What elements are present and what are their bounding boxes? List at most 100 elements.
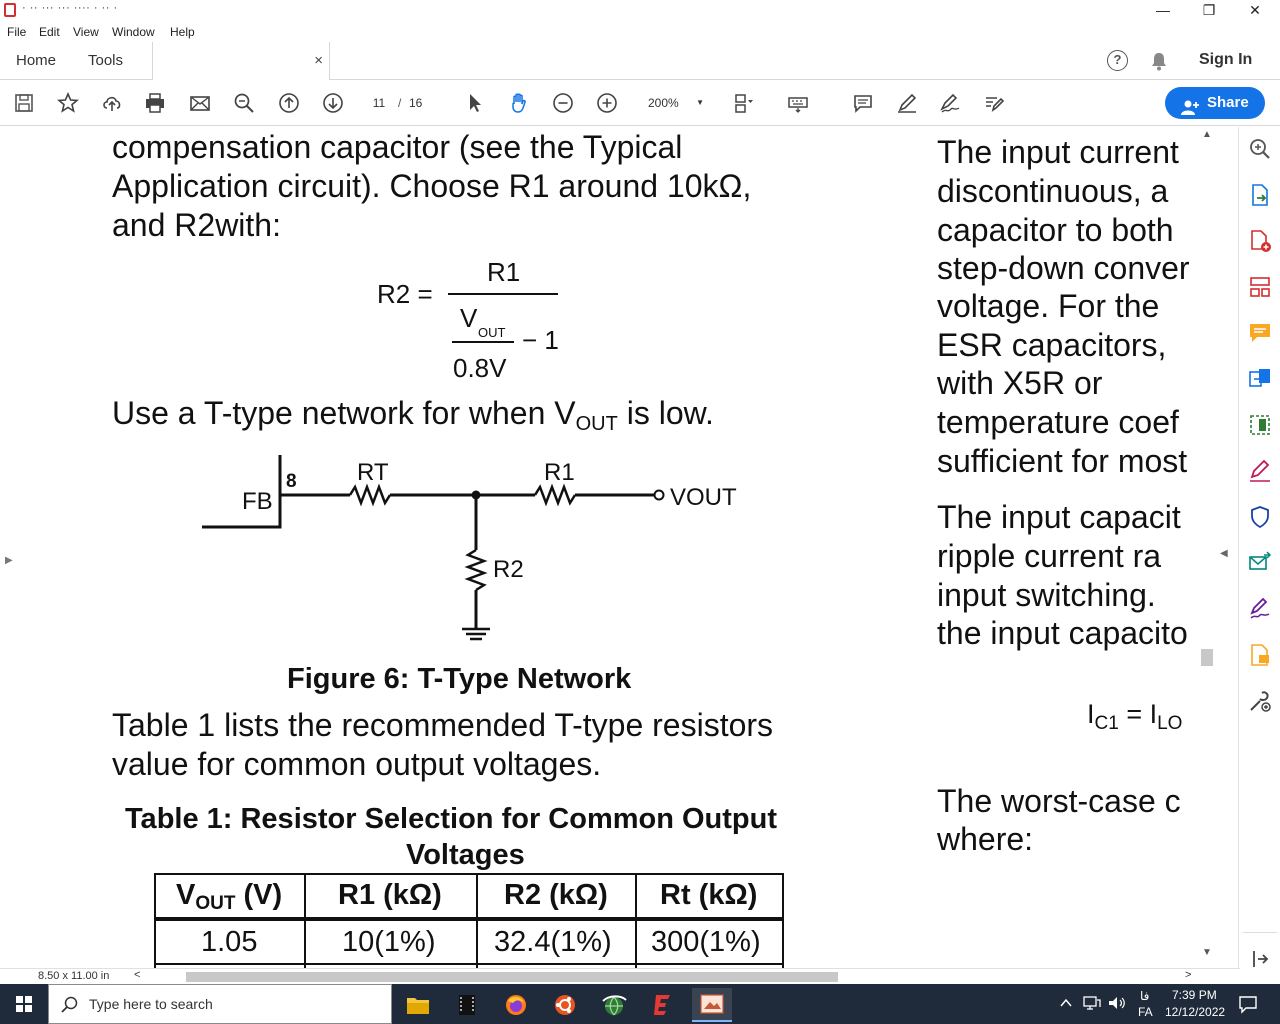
share-button[interactable]: Share [1165, 87, 1265, 119]
page-number-input[interactable]: 11 [372, 96, 386, 110]
create-pdf-icon[interactable] [1248, 229, 1272, 253]
organize-pages-icon[interactable] [1248, 275, 1272, 299]
hand-tool-icon[interactable] [507, 91, 531, 115]
comment-tool-icon[interactable] [1248, 321, 1272, 345]
left-panel-expand-icon[interactable]: ▶ [5, 555, 13, 566]
horizontal-scroll-thumb[interactable] [186, 972, 838, 982]
bell-icon[interactable] [1150, 51, 1168, 76]
menu-window[interactable]: Window [112, 25, 155, 39]
table-header-vout-unit: (V) [235, 879, 283, 911]
collapse-pane-icon[interactable] [1248, 947, 1272, 971]
doc-line: with X5R or [937, 365, 1103, 401]
taskbar-search-input[interactable]: Type here to search [48, 984, 392, 1024]
tab-tools[interactable]: Tools [88, 52, 124, 69]
export-pdf-icon[interactable] [1248, 183, 1272, 207]
help-icon[interactable]: ? [1107, 50, 1128, 71]
doc-line: ESR capacitors, [937, 327, 1167, 363]
tray-expand-icon[interactable] [1060, 996, 1072, 1015]
scroll-left-icon[interactable]: < [134, 969, 141, 981]
comment-icon[interactable] [851, 91, 875, 115]
editor-e-icon[interactable] [643, 988, 683, 1022]
menu-file[interactable]: File [7, 25, 27, 39]
bookmark-star-icon[interactable] [56, 91, 80, 115]
fig-label-r1: R1 [544, 459, 575, 486]
search-icon [61, 996, 78, 1013]
highlight-pen-icon[interactable] [895, 91, 919, 115]
windows-taskbar: Type here to search [0, 984, 1280, 1024]
zoom-level-select[interactable]: 200% ▼ [640, 92, 710, 114]
firefox-icon[interactable] [496, 988, 536, 1022]
upload-cloud-icon[interactable] [100, 91, 124, 115]
previous-page-icon[interactable] [277, 91, 301, 115]
document-viewport[interactable]: ▶ compensation capacitor (see the Typica… [0, 127, 1240, 968]
restore-button[interactable]: ❐ [1202, 2, 1216, 18]
globe-app-icon[interactable] [594, 988, 634, 1022]
menu-view[interactable]: View [73, 25, 99, 39]
scroll-right-icon[interactable]: > [1185, 969, 1192, 981]
windows-start-icon[interactable] [0, 984, 48, 1024]
notifications-icon[interactable] [1238, 994, 1258, 1019]
email-icon[interactable] [188, 91, 212, 115]
combine-files-icon[interactable] [1248, 367, 1272, 391]
menu-help[interactable]: Help [170, 25, 195, 39]
print-icon[interactable] [143, 91, 167, 115]
menu-edit[interactable]: Edit [39, 25, 60, 39]
close-button[interactable]: ✕ [1249, 2, 1261, 18]
ttype-post: is low. [617, 395, 714, 431]
clock-time[interactable]: 7:39 PM [1172, 988, 1217, 1002]
table-header-vout-sub: OUT [195, 893, 236, 914]
edit-pdf-icon[interactable] [1248, 413, 1272, 437]
table-header-r1: R1 (kΩ) [338, 879, 442, 911]
input-language[interactable]: FA [1138, 1005, 1153, 1019]
select-cursor-icon[interactable] [463, 91, 487, 115]
more-tools-wrench-icon[interactable] [1248, 689, 1272, 713]
volume-icon[interactable] [1107, 995, 1127, 1016]
scroll-track[interactable] [1199, 127, 1215, 968]
clock-date[interactable]: 12/12/2022 [1165, 1005, 1226, 1019]
fig-label-vout: VOUT [670, 484, 737, 511]
request-signature-icon[interactable] [1248, 597, 1272, 621]
t-type-network-diagram [202, 455, 665, 641]
zoom-out-icon[interactable] [551, 91, 575, 115]
tab-home[interactable]: Home [16, 52, 57, 69]
sign-pen-icon[interactable] [938, 91, 962, 115]
minimize-button[interactable]: — [1156, 2, 1170, 18]
scroll-up-icon[interactable]: ▲ [1202, 129, 1212, 140]
scroll-down-icon[interactable]: ▼ [1202, 947, 1212, 958]
add-user-icon [1181, 95, 1199, 127]
close-tab-icon[interactable]: × [314, 52, 323, 69]
zoom-search-icon[interactable] [232, 91, 256, 115]
pdf-reader-taskbar-icon[interactable] [692, 988, 732, 1022]
zoom-in-icon[interactable] [595, 91, 619, 115]
network-icon[interactable] [1083, 995, 1101, 1016]
ubuntu-app-icon[interactable] [545, 988, 585, 1022]
next-page-icon[interactable] [321, 91, 345, 115]
fill-sign-icon[interactable] [982, 91, 1006, 115]
right-pane-collapse-icon[interactable]: ◀ [1220, 548, 1228, 559]
protect-shield-icon[interactable] [1248, 505, 1272, 529]
equation-v: V [460, 303, 478, 333]
find-zoom-icon[interactable] [1248, 137, 1272, 161]
fig-label-rt: RT [357, 459, 389, 486]
save-icon[interactable] [12, 91, 36, 115]
rich-media-icon[interactable] [1248, 643, 1272, 667]
vout-terminal [653, 489, 665, 501]
vertical-scrollbar[interactable]: ▲ ▼ [1198, 127, 1216, 968]
r1-resistor [533, 483, 577, 507]
input-language-native[interactable]: فا [1140, 989, 1150, 1003]
send-for-comments-icon[interactable] [1248, 551, 1272, 575]
doc-line: and R2with: [112, 207, 281, 243]
doc-line: step-down conver [937, 250, 1190, 286]
film-app-icon[interactable] [447, 988, 487, 1022]
scroll-thumb[interactable] [1201, 649, 1213, 666]
doc-line: sufficient for most [937, 443, 1188, 479]
eq-c1-sub: C1 [1094, 713, 1119, 734]
page-fit-icon[interactable] [732, 91, 756, 115]
file-explorer-icon[interactable] [398, 988, 438, 1022]
keyboard-icon[interactable] [786, 91, 810, 115]
fill-sign-tool-icon[interactable] [1248, 459, 1272, 483]
page-separator: / [398, 96, 402, 110]
tab-document[interactable]: × [152, 42, 330, 81]
sign-in-link[interactable]: Sign In [1199, 51, 1253, 68]
